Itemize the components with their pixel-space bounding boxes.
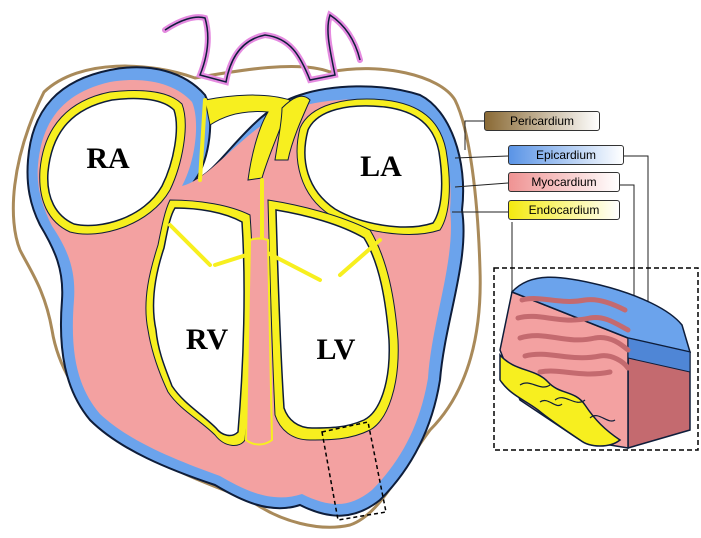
- leader-epicardium-to-sample: [624, 155, 649, 315]
- right-atrium-cavity: [47, 97, 178, 227]
- myocardium-fibers: [515, 296, 631, 377]
- label-left-ventricle: LV: [317, 333, 356, 366]
- legend-myocardium-label: Myocardium: [531, 175, 597, 189]
- label-right-ventricle: RV: [186, 323, 229, 356]
- label-left-atrium: LA: [360, 150, 402, 183]
- leader-myocardium: [454, 182, 509, 188]
- block-epicardium-top: [510, 276, 692, 354]
- legend-endocardium: Endocardium: [508, 200, 620, 220]
- legend-epicardium-label: Epicardium: [535, 148, 597, 162]
- legend-pericardium-label: Pericardium: [509, 114, 575, 128]
- pulmonary-root: [274, 95, 311, 161]
- leader-pericardium: [464, 120, 484, 150]
- block-endocardium-trabeculae: [499, 353, 622, 447]
- great-vessel-inner: [164, 13, 361, 83]
- legend-pericardium: Pericardium: [484, 111, 600, 131]
- left-atrium-cavity: [304, 105, 443, 228]
- legend-epicardium: Epicardium: [508, 145, 624, 165]
- magnified-region-frame: [493, 267, 699, 451]
- interventricular-septum: [244, 237, 274, 446]
- label-right-atrium: RA: [86, 142, 130, 175]
- sample-region-marker: [321, 421, 387, 521]
- chordae-tendineae: [168, 98, 382, 282]
- leader-epicardium: [454, 155, 509, 159]
- legend-endocardium-label: Endocardium: [528, 203, 600, 217]
- trabeculae-detail: [519, 382, 616, 422]
- leader-myocardium-to-sample: [620, 184, 635, 335]
- aorta-root: [204, 94, 291, 181]
- left-ventricle-cavity: [275, 209, 390, 429]
- legend-myocardium: Myocardium: [508, 172, 620, 192]
